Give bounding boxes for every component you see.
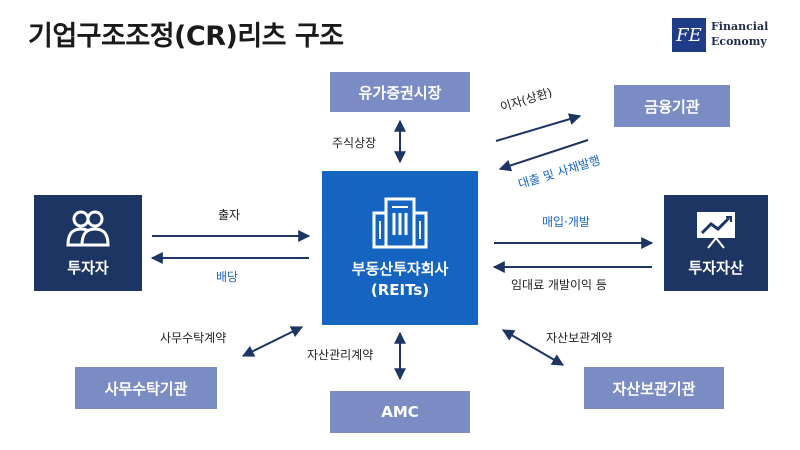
- reits-label-line1: 부동산투자회사: [351, 260, 449, 278]
- fe-logo-mark: FE: [672, 18, 706, 52]
- amc-box: AMC: [330, 391, 470, 433]
- financial-economy-logo: FE Financial Economy: [672, 18, 782, 56]
- logo-text: Financial Economy: [711, 19, 768, 49]
- trust-institution-label: 사무수탁기관: [104, 379, 188, 398]
- label-investment: 출자: [218, 208, 241, 222]
- reits-label-line2: (REITs): [370, 281, 430, 299]
- arrow-interest: [495, 113, 582, 142]
- financial-institution-box: 금융기관: [614, 85, 730, 127]
- people-icon: [66, 210, 110, 246]
- custody-institution-box: 자산보관기관: [584, 367, 724, 409]
- investment-asset-label: 투자자산: [688, 258, 744, 277]
- label-rent-profit: 임대료 개발이익 등: [511, 278, 607, 292]
- investor-box: 투자자: [34, 195, 142, 291]
- logo-line2: Economy: [711, 35, 767, 48]
- arrow-custody: [501, 329, 565, 366]
- trust-institution-box: 사무수탁기관: [75, 367, 217, 409]
- label-custody-contract: 자산보관계약: [546, 331, 613, 345]
- securities-market-label: 유가증권시장: [358, 83, 442, 102]
- investor-label: 투자자: [67, 258, 109, 277]
- label-trust-contract: 사무수탁계약: [160, 331, 227, 345]
- amc-label: AMC: [381, 403, 419, 421]
- arrow-loan: [498, 139, 589, 172]
- investment-asset-box: 투자자산: [664, 195, 768, 291]
- label-dividend: 배당: [216, 270, 239, 284]
- financial-institution-label: 금융기관: [644, 97, 700, 116]
- page-title: 기업구조조정(CR)리츠 구조: [28, 21, 344, 52]
- label-purchase-dev: 매입·개발: [542, 215, 590, 229]
- presentation-chart-icon: [697, 211, 735, 249]
- securities-market-box: 유가증권시장: [330, 72, 470, 112]
- arrow-trust: [241, 326, 304, 357]
- label-stock-listing: 주식상장: [332, 136, 377, 150]
- custody-institution-label: 자산보관기관: [612, 379, 696, 398]
- building-icon: [372, 197, 428, 249]
- reits-box: 부동산투자회사 (REITs): [322, 171, 478, 325]
- logo-line1: Financial: [711, 20, 769, 33]
- label-asset-mgmt-contract: 자산관리계약: [307, 348, 374, 362]
